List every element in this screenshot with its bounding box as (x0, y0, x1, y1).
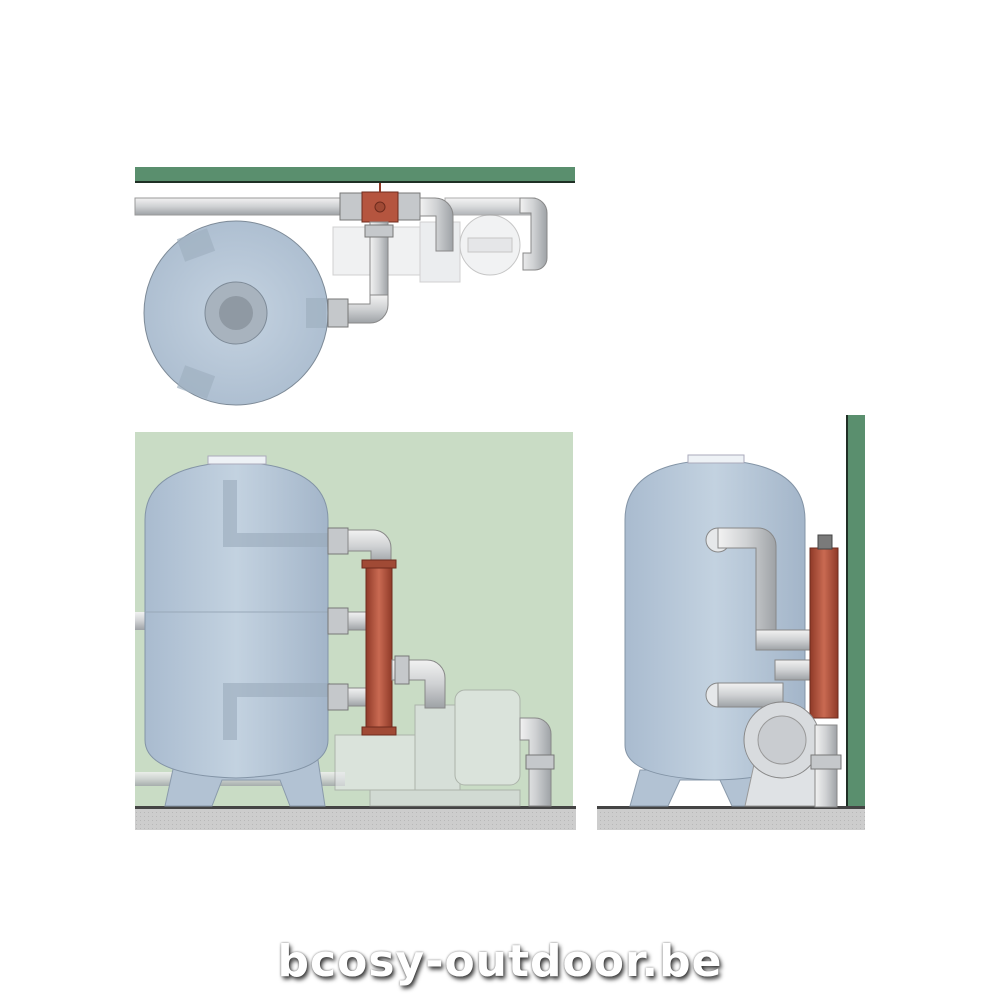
valve-handle-icon (374, 201, 386, 213)
union (327, 683, 349, 711)
wall (848, 415, 865, 808)
pipe (347, 687, 369, 707)
union (327, 298, 349, 328)
elbow (755, 629, 812, 651)
wall (135, 167, 575, 182)
elbow (347, 529, 392, 564)
union (327, 527, 349, 555)
tank-lid (687, 454, 745, 464)
pump (743, 701, 842, 808)
wall-edge (135, 181, 575, 183)
elbow (419, 197, 454, 252)
floor (135, 808, 576, 830)
elbow (519, 197, 548, 271)
union (339, 192, 363, 221)
pump-basket (454, 689, 521, 786)
pump (332, 214, 521, 283)
union (394, 655, 410, 685)
multiport-valve (809, 547, 839, 719)
multiport-valve (365, 559, 393, 736)
pipe (347, 611, 369, 631)
watermark: bcosy-outdoor.be (277, 936, 723, 987)
union (525, 754, 555, 770)
union (810, 754, 842, 770)
tank-lid (207, 455, 267, 465)
union (327, 607, 349, 635)
front-view (135, 432, 576, 830)
pipe (134, 197, 351, 216)
union (397, 192, 421, 221)
top-view (134, 167, 575, 406)
elbow (717, 527, 777, 637)
floor (597, 808, 865, 830)
side-view (597, 415, 865, 830)
union (364, 224, 394, 238)
